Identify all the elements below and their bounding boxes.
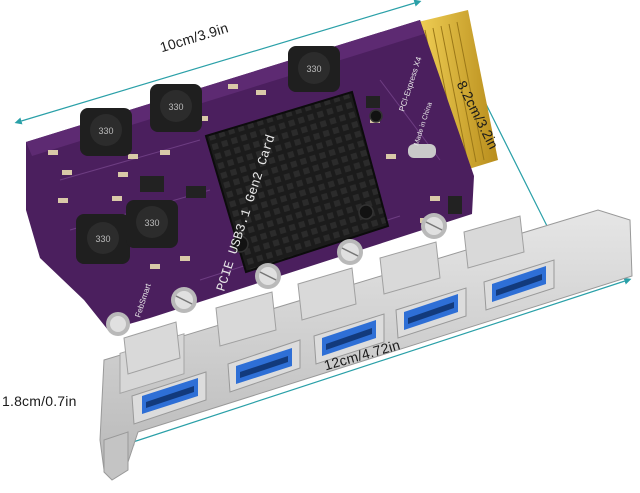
usb-rear-housings (123, 215, 525, 375)
bracket-height-dimension: 1.8cm/0.7in (2, 393, 77, 409)
inductor-label: 330 (95, 234, 110, 244)
crystal-oscillator (408, 144, 436, 158)
usb-port-1[interactable] (131, 371, 207, 425)
heatsink (204, 90, 390, 274)
usb-port-5[interactable] (483, 259, 555, 311)
usb-ports (131, 259, 555, 425)
usb-port-3[interactable] (313, 313, 385, 365)
capacitors (106, 213, 447, 336)
inductor-label: 330 (168, 102, 183, 112)
inductor-label: 330 (144, 218, 159, 228)
usb-port-2[interactable] (227, 339, 301, 393)
inductor-label: 330 (98, 126, 113, 136)
inductor-label: 330 (306, 64, 321, 74)
usb-port-4[interactable] (395, 287, 467, 339)
inductors: 330 330 330 330 330 (76, 46, 340, 264)
